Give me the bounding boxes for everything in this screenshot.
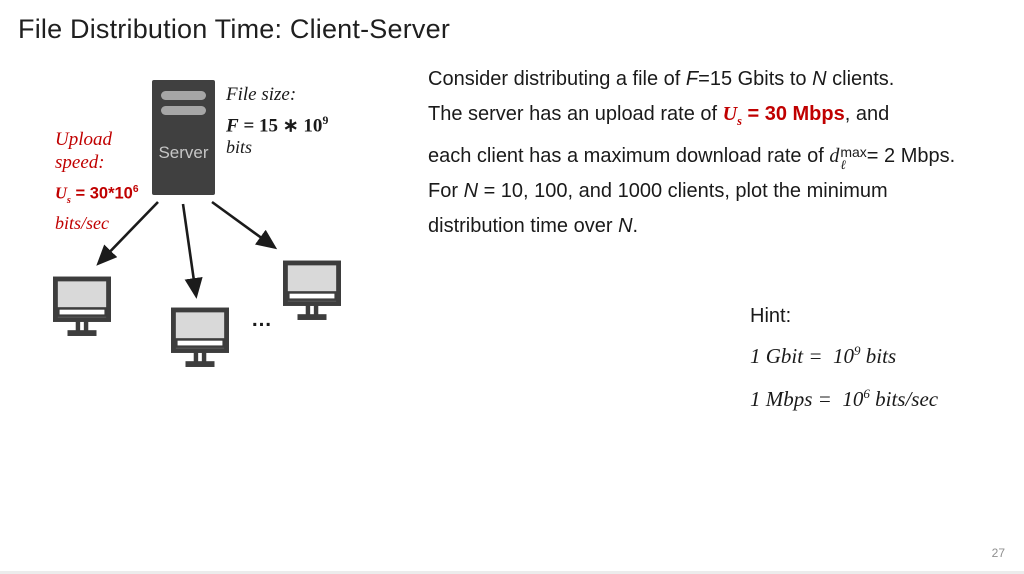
file-var: F xyxy=(226,115,239,137)
page-number: 27 xyxy=(991,546,1005,560)
arrow-server-to-client-3 xyxy=(211,200,278,250)
text-segment: distribution time over xyxy=(428,215,619,237)
client-monitor-icon xyxy=(53,276,111,337)
hint-mbps-conversion: 1 Mbps = 106 bits/sec xyxy=(750,375,938,418)
text-segment: The server has an upload rate of xyxy=(428,103,723,125)
problem-line-2: The server has an upload rate of Us = 30… xyxy=(428,97,1024,139)
d-max-superscript: max xyxy=(840,144,867,160)
gbit-exponent: 9 xyxy=(854,343,861,358)
text-segment: = 10, 100, and 1000 clients, plot the mi… xyxy=(478,180,888,202)
text-segment: 1 Mbps = 10 xyxy=(750,387,864,411)
arrow-server-to-client-2 xyxy=(181,203,203,299)
server-drive-slot-icon xyxy=(161,91,206,100)
var-N: N xyxy=(618,215,633,237)
file-size-label: File size: F = 15 ∗ 109 bits xyxy=(226,84,356,157)
upload-rate-highlight: Us = 30 Mbps xyxy=(722,103,845,128)
problem-line-1: Consider distributing a file of F=15 Gbi… xyxy=(428,62,1024,97)
upload-exponent: 6 xyxy=(132,184,139,195)
upload-eq: = 30*10 xyxy=(70,184,133,203)
var-N: N xyxy=(812,68,827,90)
hint-block: Hint: 1 Gbit = 109 bits 1 Mbps = 106 bit… xyxy=(750,301,938,418)
text-segment: Consider distributing a file of xyxy=(428,68,686,90)
text-segment: clients. xyxy=(826,68,895,90)
upload-var: U xyxy=(55,183,67,203)
mbps-exponent: 6 xyxy=(863,386,870,401)
file-unit: bits xyxy=(226,137,253,158)
arrow-server-to-client-1 xyxy=(96,201,159,266)
text-segment: For xyxy=(428,180,464,202)
text-segment: =15 Gbits to xyxy=(698,68,813,90)
upload-label-line1: Upload xyxy=(55,129,112,150)
upload-unit: bits/sec xyxy=(55,212,109,233)
hint-gbit-conversion: 1 Gbit = 109 bits xyxy=(750,332,938,375)
d-ell-subscript: ℓ xyxy=(840,157,846,172)
server-icon: Server xyxy=(152,80,215,195)
server-drive-slot-icon xyxy=(161,106,206,115)
text-segment: bits/sec xyxy=(869,387,939,411)
text-segment: each client has a maximum download rate … xyxy=(428,145,830,167)
var-Us: U xyxy=(722,103,738,125)
var-N: N xyxy=(463,180,479,202)
page-title: File Distribution Time: Client-Server xyxy=(18,14,451,44)
upload-label-line2: speed: xyxy=(55,152,105,173)
client-monitor-icon xyxy=(171,307,229,368)
var-F: F xyxy=(685,68,699,90)
file-size-formula: F = 15 ∗ 109 xyxy=(226,110,356,137)
server-label: Server xyxy=(158,143,209,162)
upload-speed-label: Upload speed: Us = 30*106 bits/sec xyxy=(55,128,159,234)
server-to-clients-arrows xyxy=(96,200,278,299)
upload-var-subscript: s xyxy=(66,194,71,206)
var-Us-subscript: s xyxy=(737,114,742,128)
file-exponent: 9 xyxy=(322,114,329,127)
problem-statement: Consider distributing a file of F=15 Gbi… xyxy=(428,62,1024,244)
var-d: d xyxy=(829,145,840,167)
text-segment: 1 Gbit = 10 xyxy=(750,344,855,368)
file-eq: = 15 ∗ 10 xyxy=(238,115,323,137)
text-segment: = 30 Mbps xyxy=(741,103,845,125)
more-clients-ellipsis: … xyxy=(251,308,274,331)
upload-rate-formula: Us = 30*106 xyxy=(55,179,159,212)
client-monitor-icon xyxy=(283,260,341,321)
problem-line-4: For N = 10, 100, and 1000 clients, plot … xyxy=(428,174,1024,209)
slide-bottom-edge xyxy=(0,571,1024,574)
text-segment: = 2 Mbps. xyxy=(866,145,956,167)
hint-title: Hint: xyxy=(750,305,792,327)
file-size-title: File size: xyxy=(226,84,297,105)
problem-line-3: each client has a maximum download rate … xyxy=(428,139,1024,174)
text-segment: , and xyxy=(844,103,890,125)
text-segment: bits xyxy=(860,344,897,368)
problem-line-5: distribution time over N. xyxy=(428,209,1024,244)
text-segment: . xyxy=(632,215,639,237)
